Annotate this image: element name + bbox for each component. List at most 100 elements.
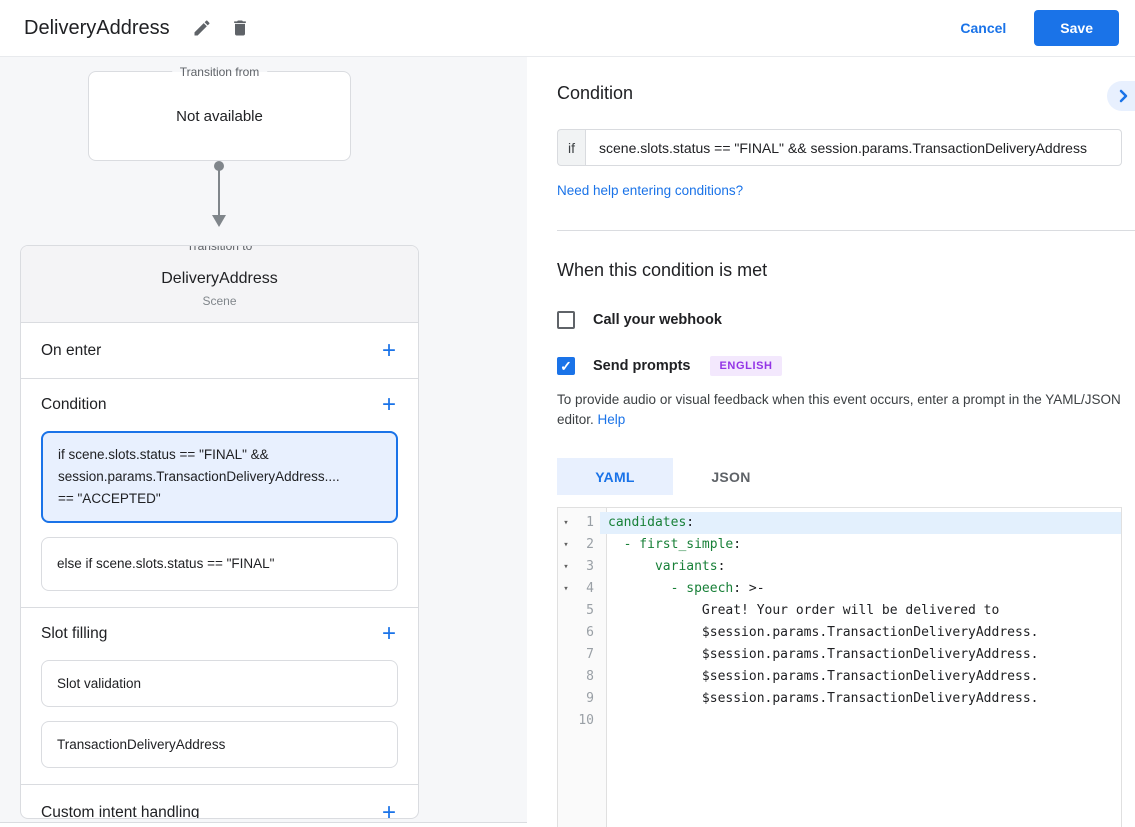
add-slot-button[interactable]: + — [381, 620, 396, 647]
delete-scene-button[interactable] — [226, 14, 254, 42]
yaml-code-editor[interactable]: ▾ 1 candidates: ▾ 2 - first_simple: ▾ 3 varian… — [557, 507, 1122, 827]
transition-from-box[interactable]: Transition from Not available — [88, 65, 351, 161]
condition-line: == "ACCEPTED" — [58, 491, 161, 506]
code-text[interactable]: $session.params.TransactionDeliveryAddre… — [608, 647, 1039, 662]
save-button[interactable]: Save — [1034, 10, 1119, 46]
line-number: 10 — [578, 713, 594, 728]
fold-spacer — [558, 688, 574, 710]
help-link[interactable]: Help — [597, 412, 626, 427]
prompt-hint-text: To provide audio or visual feedback when… — [557, 390, 1127, 430]
code-text[interactable]: $session.params.TransactionDeliveryAddre… — [608, 669, 1039, 684]
code-text[interactable]: Great! Your order will be delivered to — [608, 603, 1000, 618]
code-text[interactable]: - first_simple: — [623, 537, 742, 552]
scene-header[interactable]: Transition to DeliveryAddress Scene — [21, 246, 418, 323]
scene-name: DeliveryAddress — [161, 270, 278, 287]
scene-graph-pane: Transition from Not available Transition… — [0, 57, 527, 827]
code-text[interactable]: $session.params.TransactionDeliveryAddre… — [608, 691, 1039, 706]
transition-from-legend: Transition from — [171, 65, 268, 79]
condition-detail-pane: Condition if scene.slots.status == "FINA… — [527, 57, 1135, 827]
fold-arrow-icon[interactable]: ▾ — [563, 518, 569, 528]
code-line: 9 $session.params.TransactionDeliveryAdd… — [558, 688, 1121, 710]
divider — [557, 230, 1135, 231]
code-line: ▾ 1 candidates: — [558, 512, 1121, 534]
condition-expression-input[interactable]: scene.slots.status == "FINAL" && session… — [585, 129, 1122, 166]
code-line: 7 $session.params.TransactionDeliveryAdd… — [558, 644, 1121, 666]
condition-line: else if scene.slots.status == "FINAL" — [57, 556, 275, 571]
add-custom-intent-button[interactable]: + — [380, 800, 398, 818]
chevron-right-icon — [1116, 89, 1130, 103]
code-line: ▾ 3 variants: — [558, 556, 1121, 578]
code-line: 5 Great! Your order will be delivered to — [558, 600, 1121, 622]
transition-to-card: Transition to DeliveryAddress Scene On e… — [20, 245, 419, 819]
check-icon: ✓ — [560, 357, 572, 374]
hint-body: To provide audio or visual feedback when… — [557, 392, 1121, 427]
transition-to-legend: Transition to — [178, 246, 261, 253]
code-line: 6 $session.params.TransactionDeliveryAdd… — [558, 622, 1121, 644]
condition-section-label: Condition — [41, 396, 107, 413]
condition-heading: Condition — [557, 83, 634, 103]
slot-validation-card[interactable]: Slot validation — [41, 660, 398, 707]
section-on-enter: On enter + — [21, 323, 418, 379]
spacer — [41, 523, 398, 537]
line-number: 6 — [586, 625, 594, 640]
code-text[interactable]: variants: — [654, 559, 726, 574]
webhook-row: Call your webhook — [557, 311, 1135, 329]
section-condition: Condition + if scene.slots.status == "FI… — [21, 379, 418, 608]
line-number: 8 — [586, 669, 594, 684]
condition-line: if scene.slots.status == "FINAL" && — [58, 447, 269, 462]
fold-spacer — [558, 710, 574, 732]
spacer — [41, 591, 398, 607]
spacer — [41, 768, 398, 784]
collapse-panel-button[interactable] — [1107, 81, 1135, 111]
bottom-strip — [0, 822, 527, 827]
code-text[interactable]: candidates: — [600, 512, 1121, 534]
editor-tabs: YAML JSON — [557, 458, 1135, 495]
conditions-help-link[interactable]: Need help entering conditions? — [557, 183, 744, 198]
send-prompts-checkbox[interactable]: ✓ — [557, 357, 575, 375]
code-text[interactable] — [600, 710, 1121, 732]
add-condition-button[interactable]: + — [381, 391, 396, 418]
line-number: 4 — [586, 581, 594, 596]
condition-line: session.params.TransactionDeliveryAddres… — [58, 469, 340, 484]
trash-icon — [230, 18, 250, 38]
language-badge: ENGLISH — [710, 356, 782, 376]
line-number: 7 — [586, 647, 594, 662]
transition-arrow — [212, 161, 226, 227]
code-lines: ▾ 1 candidates: ▾ 2 - first_simple: ▾ 3 varian… — [558, 512, 1121, 732]
line-number: 1 — [586, 515, 594, 530]
call-webhook-checkbox[interactable] — [557, 311, 575, 329]
fold-spacer — [558, 622, 574, 644]
spacer — [41, 707, 398, 721]
top-bar: DeliveryAddress Cancel Save — [0, 0, 1135, 57]
code-line: 8 $session.params.TransactionDeliveryAdd… — [558, 666, 1121, 688]
cancel-button[interactable]: Cancel — [960, 20, 1007, 36]
tab-json[interactable]: JSON — [673, 458, 789, 495]
code-text[interactable]: $session.params.TransactionDeliveryAddre… — [608, 625, 1039, 640]
line-number: 5 — [586, 603, 594, 618]
fold-arrow-icon[interactable]: ▾ — [563, 540, 569, 550]
code-line: 10 — [558, 710, 1121, 732]
line-number: 9 — [586, 691, 594, 706]
code-line: ▾ 4 - speech: >- — [558, 578, 1121, 600]
custom-intent-label: Custom intent handling — [41, 803, 200, 819]
fold-spacer — [558, 644, 574, 666]
code-text[interactable]: - speech: >- — [670, 581, 765, 596]
section-slot-filling: Slot filling + Slot validation Transacti… — [21, 608, 418, 785]
condition-card-selected[interactable]: if scene.slots.status == "FINAL" && sess… — [41, 431, 398, 523]
fold-arrow-icon[interactable]: ▾ — [563, 584, 569, 594]
code-line: ▾ 2 - first_simple: — [558, 534, 1121, 556]
slot-card[interactable]: TransactionDeliveryAddress — [41, 721, 398, 768]
edit-title-button[interactable] — [188, 14, 216, 42]
fold-arrow-icon[interactable]: ▾ — [563, 562, 569, 572]
line-number: 2 — [586, 537, 594, 552]
condition-card[interactable]: else if scene.slots.status == "FINAL" — [41, 537, 398, 591]
fold-spacer — [558, 600, 574, 622]
add-on-enter-button[interactable]: + — [381, 336, 396, 364]
send-prompts-row: ✓ Send prompts ENGLISH — [557, 356, 1135, 376]
send-prompts-label: Send prompts — [593, 358, 691, 374]
fold-spacer — [558, 666, 574, 688]
tab-yaml[interactable]: YAML — [557, 458, 673, 495]
slot-filling-label: Slot filling — [41, 625, 108, 642]
if-prefix-label: if — [557, 129, 585, 166]
line-number: 3 — [586, 559, 594, 574]
